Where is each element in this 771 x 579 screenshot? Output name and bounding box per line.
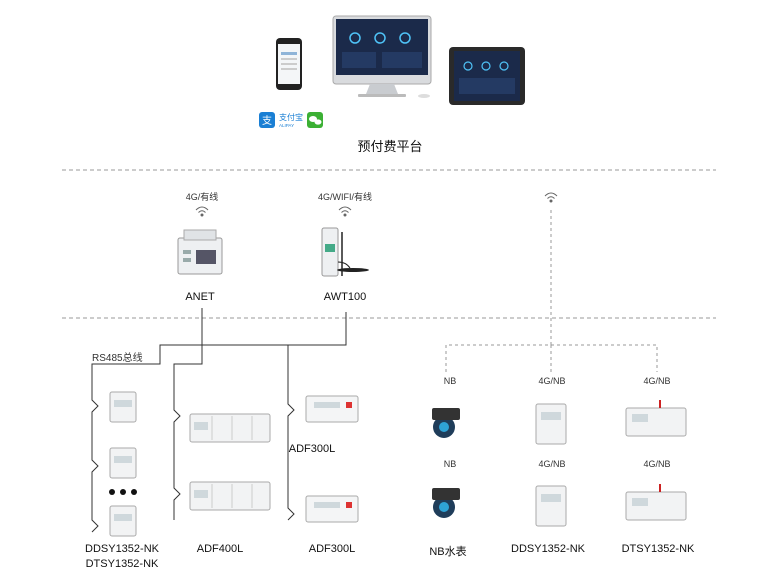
wifi-icon [338,206,352,217]
ellipsis-dots [109,489,137,495]
nb-water-meter [432,488,460,518]
alipay-text: 支付宝 [279,112,303,122]
ddsy-wireless-label: DDSY1352-NK [511,543,585,555]
alipay-icon: 支 [259,112,275,128]
dtsy-wireless-meter [625,484,687,521]
anet-label: ANET [185,291,215,303]
adf300l-label: ADF300L [308,543,356,555]
dtsy-label: DTSY1352-NK [85,558,159,570]
ddsy-label: DDSY1352-NK [85,543,159,555]
wechat-icon [307,112,323,128]
ddsy-meter [109,505,137,537]
dtsy-4g-nb-label: 4G/NB [643,459,671,469]
platform-title: 预付费平台 [357,139,423,154]
adf300l-meter [305,495,359,523]
svg-text:支: 支 [262,115,272,127]
ddsy-wireless-meter [535,403,567,445]
adf400l-meter [189,481,271,511]
anet-comm-label: 4G/有线 [185,192,219,202]
ddsy-wireless-meter [535,485,567,527]
nb-water-meter [432,408,460,438]
monitor-device [332,15,432,98]
ddsy-meter [109,391,137,423]
rs485-bus-lines [91,308,347,533]
dtsy-4g-nb-label: 4G/NB [643,376,671,386]
phone-device [276,38,302,90]
dtsy-wireless-meter [625,400,687,437]
anet-gateway-device [177,229,223,275]
ddsy-4g-nb-label: 4G/NB [538,376,566,386]
nb-comm-label: NB [443,376,457,386]
nb-comm-label: NB [443,459,457,469]
rs485-bus-label: RS485总线 [92,353,143,364]
adf400l-label: ADF400L [196,543,244,555]
ddsy-4g-nb-label: 4G/NB [538,459,566,469]
tablet-device [449,47,525,105]
wifi-icon [195,206,209,217]
awt100-label: AWT100 [323,291,367,303]
wireless-lines [445,210,658,372]
nb-water-meter-label: NB水表 [429,546,467,558]
adf400l-meter [189,413,271,443]
alipay-sub: ALIPAY [279,123,294,128]
dtsy-wireless-label: DTSY1352-NK [621,543,695,555]
ddsy-meter [109,447,137,479]
adf300l-meter [305,395,359,423]
awt100-comm-label: 4G/WIFI/有线 [317,192,373,202]
awt100-device [321,227,369,277]
adf300l-label: ADF300L [288,443,336,455]
wifi-icon [544,192,558,203]
